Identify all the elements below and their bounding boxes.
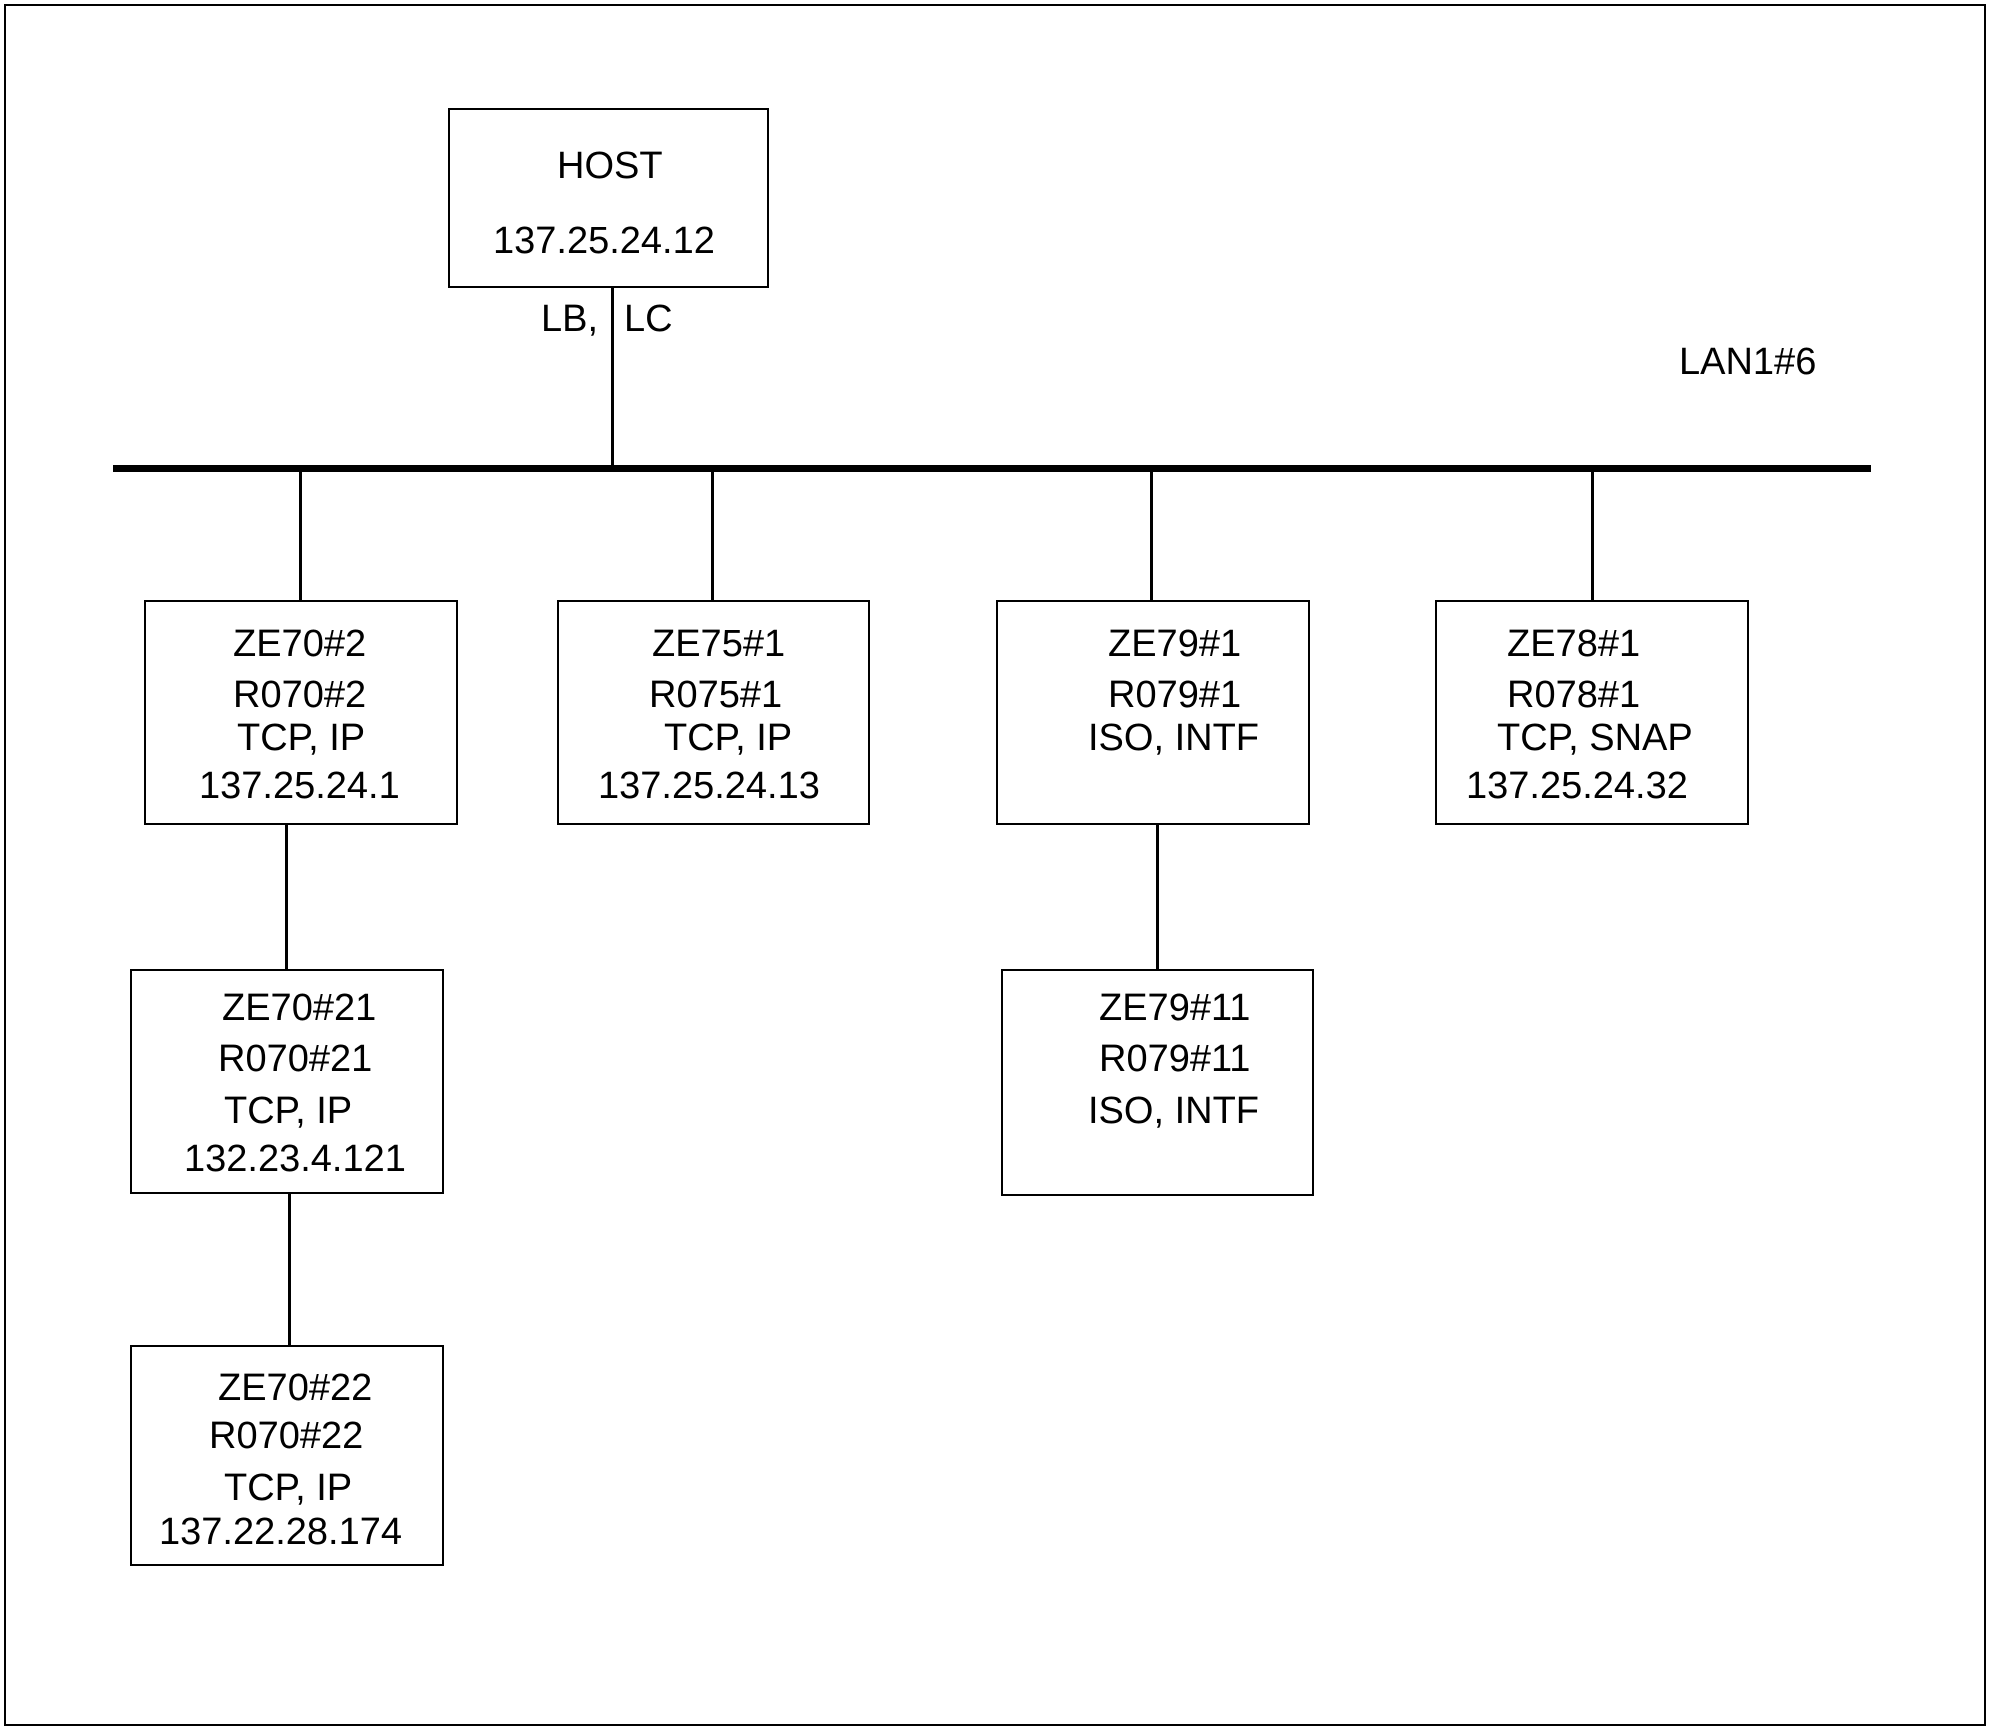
node-ze70-21-name: ZE70#21 — [222, 987, 377, 1029]
connector-ze75-1 — [711, 472, 714, 600]
node-ze70-2-ip: 137.25.24.1 — [199, 765, 400, 807]
node-ze75-1-protocols: TCP, IP — [664, 717, 793, 759]
node-ze79-1-name: ZE79#1 — [1108, 623, 1242, 665]
node-ze78-1-router: R078#1 — [1507, 674, 1641, 716]
node-ze78-1-ip: 137.25.24.32 — [1466, 765, 1688, 807]
node-ze78-1-protocols: TCP, SNAP — [1497, 717, 1693, 759]
host-name: HOST — [557, 145, 663, 187]
lan-label: LAN1#6 — [1679, 341, 1817, 383]
node-ze79-11-name: ZE79#11 — [1099, 987, 1251, 1029]
diagram-frame — [4, 4, 1986, 1726]
host-ip: 137.25.24.12 — [493, 220, 715, 262]
node-ze70-22 — [130, 1345, 444, 1566]
node-ze79-11 — [1001, 969, 1314, 1196]
node-ze70-21 — [130, 969, 444, 1194]
node-ze70-2-protocols: TCP, IP — [237, 717, 366, 759]
connector-ze70-2 — [299, 472, 302, 600]
node-ze75-1-router: R075#1 — [649, 674, 783, 716]
node-ze75-1-ip: 137.25.24.13 — [598, 765, 820, 807]
node-ze70-21-protocols: TCP, IP — [224, 1090, 353, 1132]
node-ze70-21-router: R070#21 — [218, 1038, 373, 1080]
host-link-left-label: LB, — [541, 298, 599, 340]
node-ze75-1-name: ZE75#1 — [652, 623, 786, 665]
node-ze70-22-name: ZE70#22 — [218, 1367, 373, 1409]
lan-bus — [113, 465, 1871, 472]
node-ze79-11-router: R079#11 — [1099, 1038, 1251, 1080]
node-ze70-22-router: R070#22 — [209, 1415, 364, 1457]
node-ze78-1-name: ZE78#1 — [1507, 623, 1641, 665]
node-ze70-22-protocols: TCP, IP — [224, 1467, 353, 1509]
host-link-right-label: LC — [624, 298, 673, 340]
node-ze79-1 — [996, 600, 1310, 825]
node-ze79-1-protocols: ISO, INTF — [1088, 717, 1259, 759]
node-ze70-2 — [144, 600, 458, 825]
connector-ze79-1 — [1150, 472, 1153, 600]
node-ze70-2-name: ZE70#2 — [233, 623, 367, 665]
node-ze70-21-ip: 132.23.4.121 — [184, 1138, 406, 1180]
node-ze75-1 — [557, 600, 870, 825]
connector-ze70-22 — [288, 1194, 291, 1345]
node-ze70-2-router: R070#2 — [233, 674, 367, 716]
node-ze79-1-router: R079#1 — [1108, 674, 1242, 716]
connector-ze79-11 — [1156, 825, 1159, 969]
node-ze79-11-protocols: ISO, INTF — [1088, 1090, 1259, 1132]
node-ze78-1 — [1435, 600, 1749, 825]
connector-ze70-21 — [285, 825, 288, 969]
connector-ze78-1 — [1591, 472, 1594, 600]
node-ze70-22-ip: 137.22.28.174 — [159, 1511, 403, 1553]
host-connector — [611, 288, 614, 469]
host-box — [448, 108, 769, 288]
